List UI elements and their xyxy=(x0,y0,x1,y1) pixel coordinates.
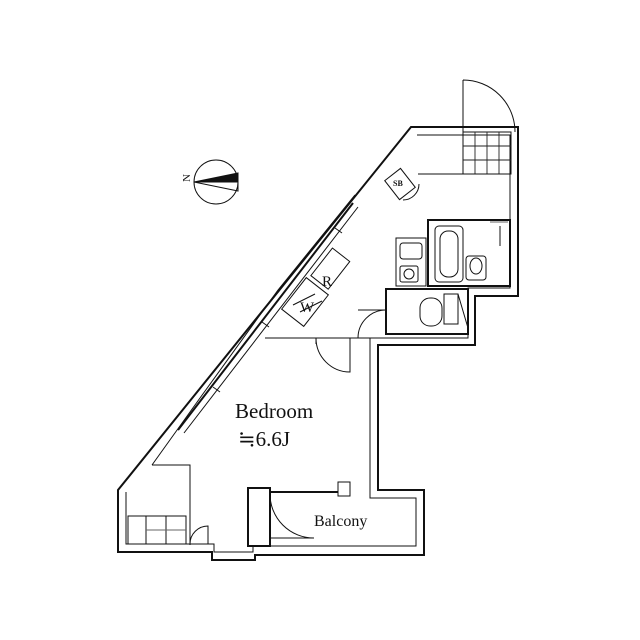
wardrobe-letter-w: W xyxy=(300,300,315,316)
bedroom-size: ≒6.6J xyxy=(238,427,290,451)
bedroom-label: Bedroom xyxy=(235,399,313,423)
bedroom: Bedroom ≒6.6J xyxy=(235,337,370,451)
bathroom xyxy=(427,219,511,287)
balcony-label: Balcony xyxy=(314,513,367,530)
entrance-area: SB xyxy=(384,79,516,201)
toilet-room xyxy=(357,288,469,339)
balcony: Balcony xyxy=(247,481,367,547)
kitchen xyxy=(395,237,427,287)
wardrobe-letter-r: R xyxy=(322,274,332,290)
shoe-box-label: SB xyxy=(393,179,403,188)
compass: N xyxy=(181,159,239,205)
compass-label: N xyxy=(181,174,193,182)
storage-unit xyxy=(127,515,209,545)
diagonal-window xyxy=(177,202,359,434)
exterior-walls xyxy=(117,126,519,561)
wardrobe: R W xyxy=(280,247,351,328)
